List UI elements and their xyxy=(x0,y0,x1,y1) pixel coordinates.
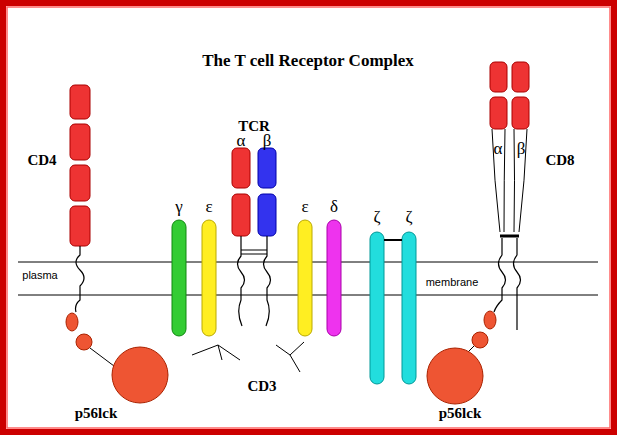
cd8-molecule xyxy=(490,62,529,129)
chain-name: ε xyxy=(205,198,212,215)
p56lck-kinase xyxy=(427,348,483,404)
cd8-stalk xyxy=(492,129,527,232)
cd3-epsilon-chain xyxy=(202,220,216,336)
disulfide xyxy=(384,239,402,241)
cd4-molecule xyxy=(70,85,90,246)
lck-domain xyxy=(484,311,496,329)
tcr-beta xyxy=(258,148,276,236)
cd8-tail xyxy=(494,238,506,312)
lck-link xyxy=(468,346,474,352)
title: The T cell Receptor Complex xyxy=(202,52,414,69)
cd3-bracket xyxy=(276,342,304,372)
lck-link xyxy=(90,348,114,366)
cd3-epsilon-chain xyxy=(298,220,312,336)
chain-name: γ xyxy=(175,198,183,215)
chain-name: α xyxy=(237,132,246,149)
tcr-alpha xyxy=(232,148,250,236)
disulfide xyxy=(241,254,267,255)
molecule-name: p56lck xyxy=(75,406,118,421)
chain-name: α xyxy=(494,140,503,157)
chain-name: ε xyxy=(301,198,308,215)
zeta-chain xyxy=(402,232,416,384)
chain-name: δ xyxy=(330,198,338,215)
region-name: plasma xyxy=(21,270,58,281)
p56lck-kinase xyxy=(112,347,168,403)
chain-name: β xyxy=(517,140,526,157)
frame xyxy=(3,3,614,432)
cd8-tail xyxy=(514,238,521,330)
chain-name: ζ xyxy=(373,208,380,225)
region-name: membrane xyxy=(425,277,480,288)
molecule-name: p56lck xyxy=(439,406,482,421)
cd4-tail xyxy=(76,246,85,312)
molecule-name: CD4 xyxy=(27,153,56,168)
cd3-bracket xyxy=(192,345,240,360)
disulfide xyxy=(500,235,519,238)
chain-name: β xyxy=(263,132,272,149)
lck-domain xyxy=(472,332,488,348)
lck-domain xyxy=(76,334,92,350)
cd3-gamma-chain xyxy=(172,220,186,336)
zeta-chain xyxy=(370,232,384,384)
frame-inner xyxy=(7,7,610,428)
cd3-delta-chain xyxy=(327,220,341,336)
molecule-name: CD3 xyxy=(247,379,276,394)
molecule-name: CD8 xyxy=(545,153,574,168)
lck-domain xyxy=(66,313,78,331)
disulfide xyxy=(241,250,267,251)
chain-name: ζ xyxy=(405,208,412,225)
